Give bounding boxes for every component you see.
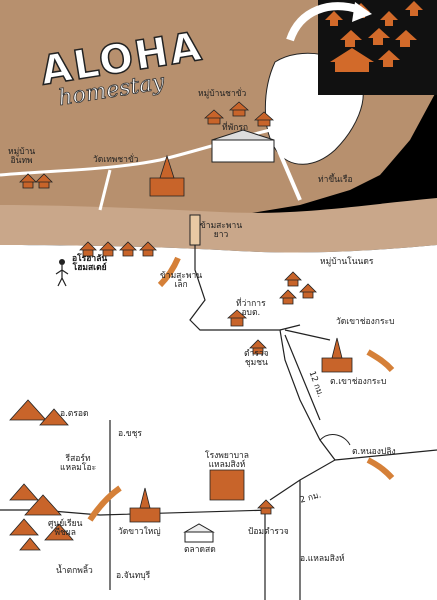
land-lower	[0, 245, 437, 600]
label-thi-phak-rot: ที่พักรถ	[222, 123, 249, 133]
label-moo-ban-intop: หมู่บ้าน อินทพ	[8, 147, 36, 166]
road-branch	[279, 324, 301, 331]
label-thi-wa-kan: ที่ว่าการ อบต.	[236, 299, 266, 318]
river	[0, 198, 437, 253]
label-wat-chong: วัดเขาช่องกระบ	[336, 317, 395, 327]
road-west	[0, 509, 271, 516]
label-wat-large: วัดขาวใหญ่	[118, 527, 161, 537]
label-resort: รีสอร์ท แหลมโอะ	[60, 454, 97, 473]
label-saphan-yao: ข้ามสะพาน ยาว	[200, 221, 243, 240]
label-moo-ban-chakho: หมู่บ้านชาขั่ว	[198, 89, 247, 99]
label-aloha-homestay: อโรฮาลัน โฮมสเตย์	[72, 254, 108, 273]
label-school: โรงพยาบาล แหลมสิงห์	[205, 451, 250, 470]
label-a-laemsing: อ.แหลมสิงห์	[300, 554, 345, 564]
road-main-2	[240, 329, 336, 501]
label-nam-tok: น้ำตกพลิ้ว	[56, 566, 93, 576]
road-east	[334, 449, 437, 461]
label-a-khuen: อ.ขชุร	[118, 429, 142, 439]
label-saphan-lek: ข้ามสะพาน เล็ก	[160, 271, 203, 290]
label-police: ป้อมตำรวจ	[248, 527, 289, 537]
label-farm: ศูนย์เรียน พืชผล	[48, 519, 83, 538]
label-tha-khuen-ruea: ท่าขึ้นเรือ	[318, 175, 353, 185]
label-moo-ban-nonkhet: หมู่บ้านโนนดร	[320, 257, 374, 267]
pavilion	[211, 139, 275, 163]
label-market: ตลาดสด	[184, 545, 216, 555]
label-a-top: อ.ตรอด	[60, 409, 89, 419]
inset-arrow	[286, 2, 362, 42]
label-a-chanthaburi: อ.จันทบุรี	[116, 571, 151, 581]
label-t-nongpluem: ต.หนองปลิง	[352, 447, 396, 457]
road-ne	[284, 329, 331, 341]
label-wat-chakho: วัดเทพชาขั่ว	[93, 155, 139, 165]
road-12km	[284, 334, 321, 421]
label-tamruat: ตำรวจ ชุมชน	[244, 349, 269, 368]
label-t-chong: ต.เขาช่องกระบ	[330, 377, 387, 387]
road-main-1	[189, 215, 240, 331]
